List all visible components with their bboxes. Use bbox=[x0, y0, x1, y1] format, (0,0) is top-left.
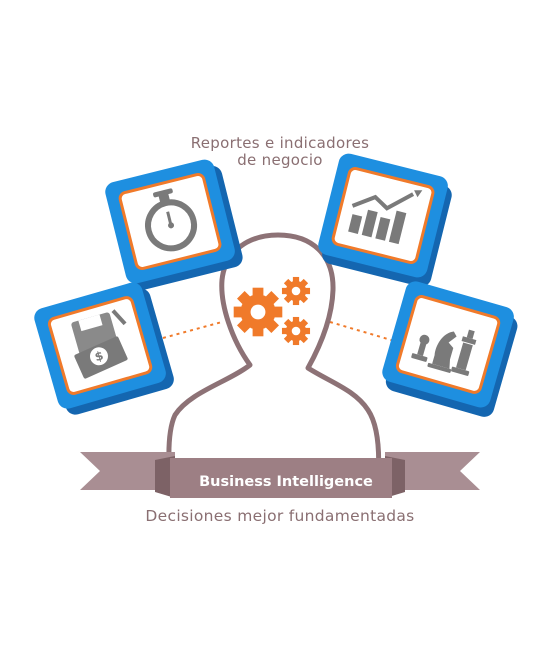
money-disk-icon: $ bbox=[71, 309, 128, 379]
reports-caption: Reportes e indicadores de negocio bbox=[0, 135, 560, 169]
svg-text:$: $ bbox=[93, 348, 105, 364]
chess-pieces-icon bbox=[411, 329, 477, 376]
bar-chart-trend-icon bbox=[348, 190, 423, 245]
tile-chess bbox=[382, 281, 518, 417]
tile-money: $ bbox=[34, 282, 174, 415]
reports-caption-line1: Reportes e indicadores bbox=[190, 134, 370, 152]
ribbon bbox=[80, 452, 480, 498]
tile-stopwatch bbox=[105, 159, 243, 290]
decisions-caption: Decisiones mejor fundamentadas bbox=[145, 507, 415, 525]
tile-bar-chart bbox=[318, 153, 452, 287]
reports-caption-line2: de negocio bbox=[237, 151, 323, 169]
stopwatch-icon bbox=[145, 188, 198, 252]
ribbon-label: Business Intelligence bbox=[199, 474, 373, 490]
